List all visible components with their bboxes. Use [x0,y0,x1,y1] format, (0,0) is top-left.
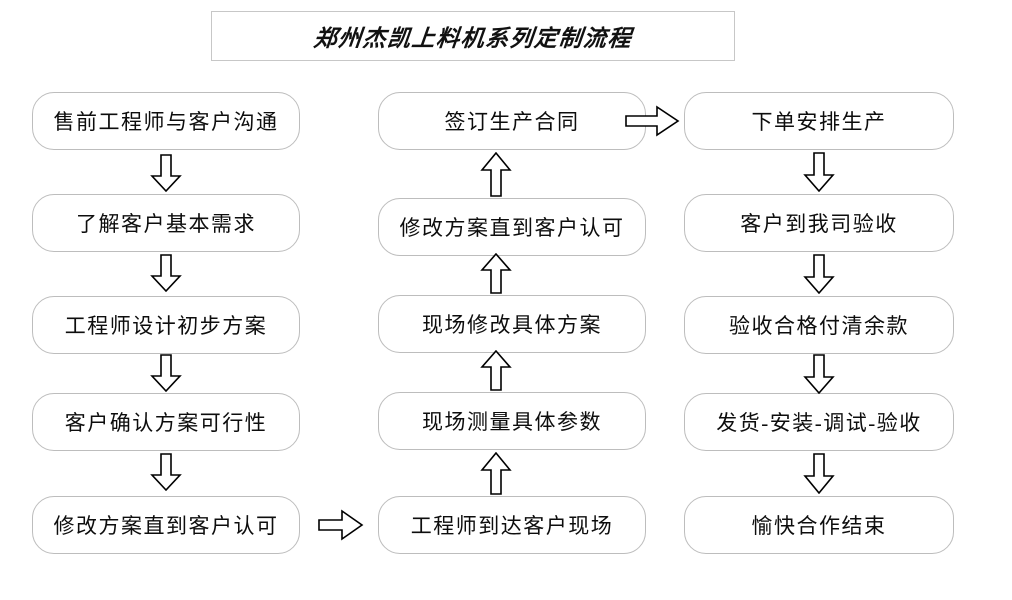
node-left-5[interactable]: 修改方案直到客户认可 [32,496,300,554]
node-label: 客户到我司验收 [740,212,898,236]
node-middle-5[interactable]: 工程师到达客户现场 [378,496,646,554]
arrow-down-icon-right-1 [803,152,835,192]
node-label: 验收合格付清余款 [729,314,909,338]
arrow-up-icon-middle-1 [480,152,512,198]
node-right-1[interactable]: 下单安排生产 [684,92,954,150]
arrow-down-icon-right-2 [803,254,835,294]
node-label: 下单安排生产 [751,110,887,134]
node-middle-4[interactable]: 现场测量具体参数 [378,392,646,450]
node-right-2[interactable]: 客户到我司验收 [684,194,954,252]
arrow-down-icon-left-1 [150,154,182,192]
arrow-down-icon-right-4 [803,453,835,494]
node-label: 工程师设计初步方案 [64,314,268,338]
node-label: 售前工程师与客户沟通 [53,110,279,134]
arrow-up-icon-middle-4 [480,452,512,496]
node-left-2[interactable]: 了解客户基本需求 [32,194,300,252]
node-label: 修改方案直到客户认可 [53,514,279,538]
node-label: 签订生产合同 [444,110,580,134]
node-right-3[interactable]: 验收合格付清余款 [684,296,954,354]
arrow-up-icon-middle-2 [480,253,512,295]
node-middle-2[interactable]: 修改方案直到客户认可 [378,198,646,256]
node-label: 工程师到达客户现场 [410,514,614,538]
arrow-down-icon-right-3 [803,354,835,394]
page-title: 郑州杰凯上料机系列定制流程 [312,26,634,51]
arrow-down-icon-left-4 [150,453,182,491]
node-left-3[interactable]: 工程师设计初步方案 [32,296,300,354]
arrow-up-icon-middle-3 [480,350,512,392]
node-middle-1[interactable]: 签订生产合同 [378,92,646,150]
node-label: 了解客户基本需求 [76,212,256,236]
node-right-5[interactable]: 愉快合作结束 [684,496,954,554]
node-right-4[interactable]: 发货-安装-调试-验收 [684,393,954,451]
node-middle-3[interactable]: 现场修改具体方案 [378,295,646,353]
chart-title-frame: 郑州杰凯上料机系列定制流程 [211,11,735,61]
node-left-4[interactable]: 客户确认方案可行性 [32,393,300,451]
node-label: 愉快合作结束 [751,514,887,538]
node-label: 发货-安装-调试-验收 [716,411,922,435]
node-label: 修改方案直到客户认可 [399,216,625,240]
arrow-right-icon-left-to-middle [318,509,364,541]
node-label: 现场测量具体参数 [422,410,602,434]
node-label: 现场修改具体方案 [422,313,602,337]
arrow-down-icon-left-3 [150,354,182,392]
node-left-1[interactable]: 售前工程师与客户沟通 [32,92,300,150]
arrow-down-icon-left-2 [150,254,182,292]
node-label: 客户确认方案可行性 [64,411,268,435]
